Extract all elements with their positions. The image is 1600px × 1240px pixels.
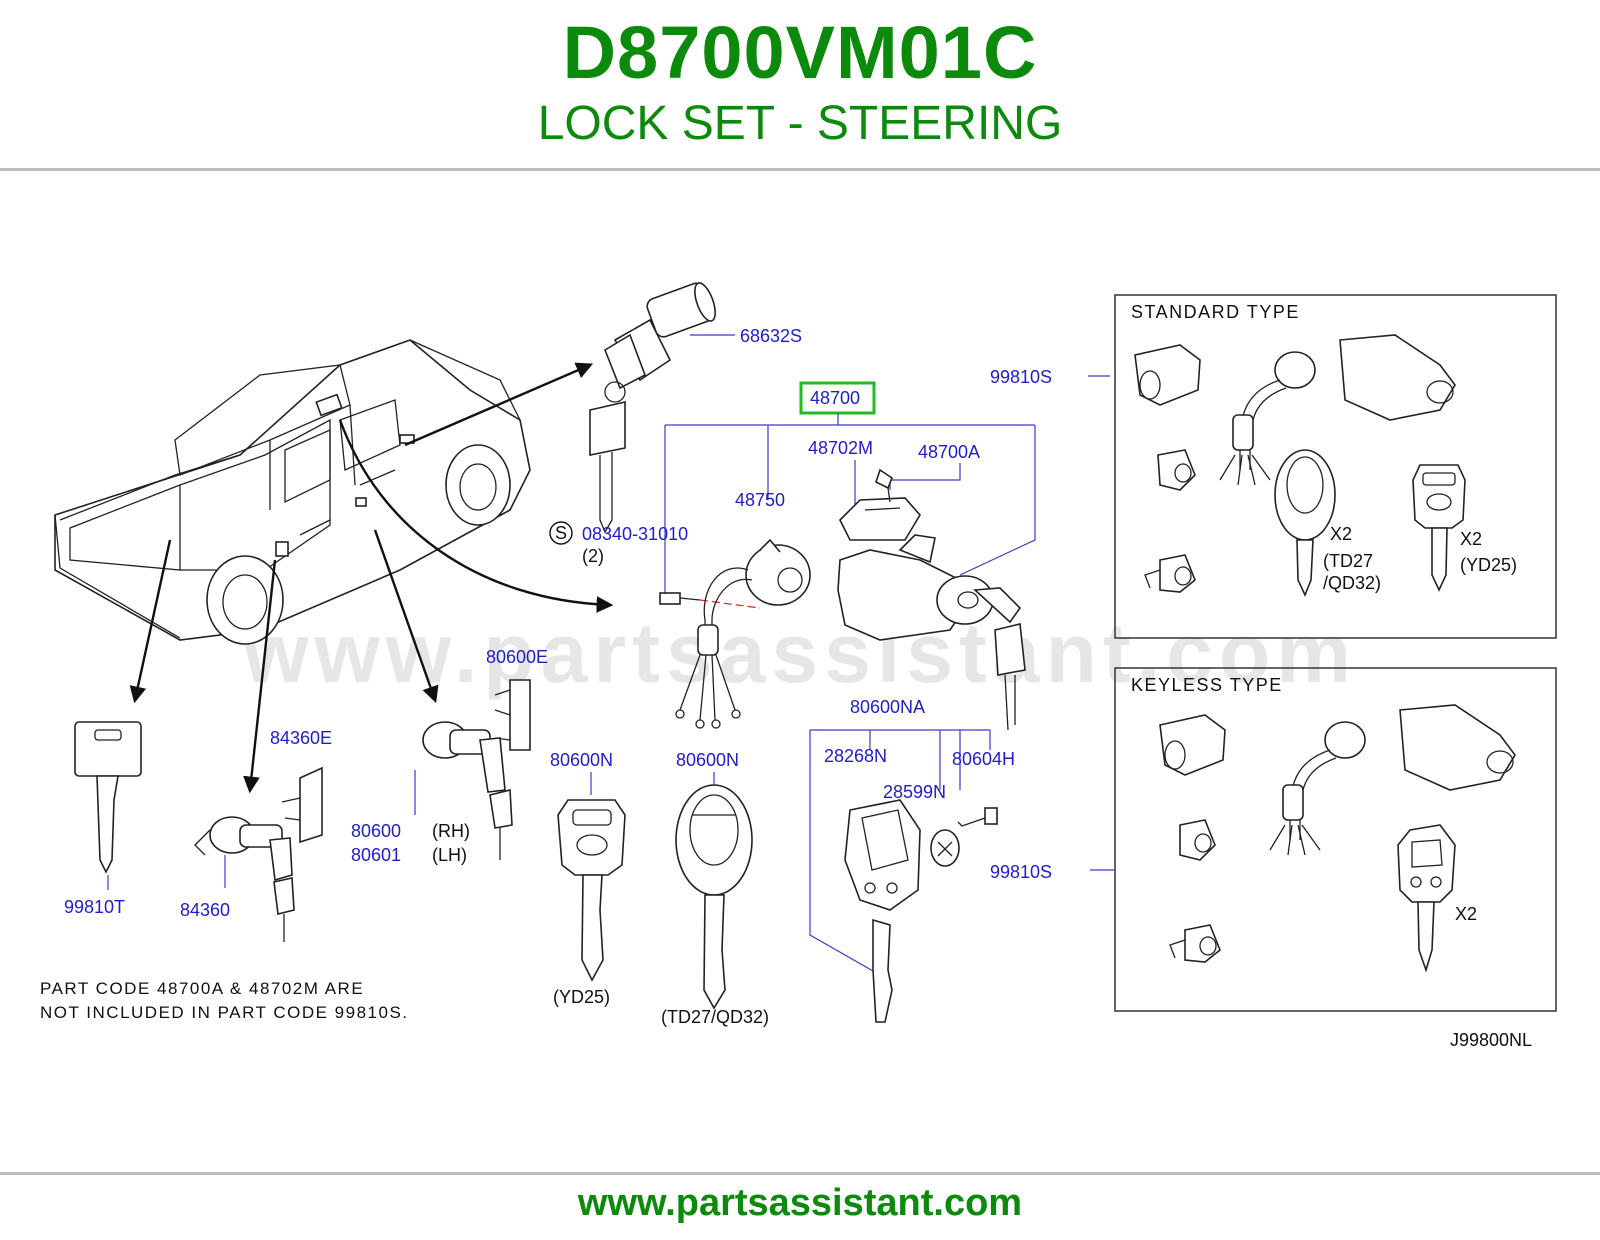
label-99810T: 99810T xyxy=(64,897,125,917)
arrow-to-key xyxy=(129,539,172,704)
caption-td27-qd32: (TD27/QD32) xyxy=(661,1007,769,1027)
keyless-x2: X2 xyxy=(1455,904,1477,924)
pickup-truck-illustration xyxy=(54,339,531,645)
arrow-to-door-lock xyxy=(373,529,439,704)
diagram-code: D8700VM01C xyxy=(562,11,1038,94)
label-28599N: 28599N xyxy=(883,782,946,802)
label-48702M: 48702M xyxy=(808,438,873,458)
note-line-2: NOT INCLUDED IN PART CODE 99810S. xyxy=(40,1003,409,1022)
standard-type-title: STANDARD TYPE xyxy=(1131,302,1300,322)
label-48700[interactable]: 48700 xyxy=(810,388,860,408)
label-80601: 80601 xyxy=(351,845,401,865)
standard-type-box: STANDARD TYPE X2 (TD27 /QD32) X2 xyxy=(1114,294,1557,639)
standard-x2-a: X2 xyxy=(1330,524,1352,544)
master-key-99810T-part xyxy=(74,721,142,874)
label-80600NA: 80600NA xyxy=(850,697,925,717)
arrow-to-steering-lock xyxy=(338,419,614,613)
back-door-lock-part xyxy=(194,766,323,942)
standard-x2-b: X2 xyxy=(1460,529,1482,549)
battery-28599N-part xyxy=(930,829,960,867)
label-08340-31010: 08340-31010 xyxy=(582,524,688,544)
watermark-text: www.partsassistant.com xyxy=(242,606,1357,700)
label-48750: 48750 xyxy=(735,490,785,510)
label-80604H: 80604H xyxy=(952,749,1015,769)
label-84360: 84360 xyxy=(180,900,230,920)
standard-td27: (TD27 xyxy=(1323,551,1373,571)
keyless-type-title: KEYLESS TYPE xyxy=(1131,675,1283,695)
label-80600: 80600 xyxy=(351,821,401,841)
door-lock-cylinder-part xyxy=(422,679,531,860)
caption-yd25: (YD25) xyxy=(553,987,610,1007)
label-48700A: 48700A xyxy=(918,442,980,462)
standard-kit-illustration xyxy=(1134,334,1466,598)
label-99810S-standard: 99810S xyxy=(990,367,1052,387)
label-28268N: 28268N xyxy=(824,746,887,766)
bottom-divider xyxy=(0,1172,1600,1175)
label-84360E: 84360E xyxy=(270,728,332,748)
remote-case-28268N-part xyxy=(844,799,921,911)
ignition-switch-part xyxy=(675,538,811,729)
steering-lock-body-part xyxy=(837,468,1026,731)
parts-diagram: www.partsassistant.com 686 xyxy=(0,270,1600,1070)
label-qty-2: (2) xyxy=(582,546,604,566)
standard-yd25: (YD25) xyxy=(1460,555,1517,575)
keyless-kit-illustration xyxy=(1159,704,1516,973)
header: D8700VM01C LOCK SET - STEERING xyxy=(0,0,1600,168)
glove-box-lock-part xyxy=(589,282,716,534)
arrow-to-back-door-lock xyxy=(243,559,277,794)
arrow-to-door-key-cylinder xyxy=(404,362,594,447)
label-lh: (LH) xyxy=(432,845,467,865)
label-80600N-td27: 80600N xyxy=(676,750,739,770)
top-divider xyxy=(0,168,1600,171)
blank-key-yd25-part xyxy=(557,799,626,982)
key-blade-part xyxy=(872,918,893,1023)
standard-qd32: /QD32) xyxy=(1323,573,1381,593)
note-line-1: PART CODE 48700A & 48702M ARE xyxy=(40,979,364,998)
bolt-part xyxy=(659,592,761,609)
diagram-title: LOCK SET - STEERING xyxy=(537,97,1063,150)
blank-key-td27-part xyxy=(675,784,753,1010)
diagram-reference: J99800NL xyxy=(1450,1030,1532,1050)
label-68632S: 68632S xyxy=(740,326,802,346)
footer-url[interactable]: www.partsassistant.com xyxy=(577,1182,1023,1224)
label-80600N-yd25: 80600N xyxy=(550,750,613,770)
screw-80604H-part xyxy=(957,807,998,827)
label-99810S-keyless: 99810S xyxy=(990,862,1052,882)
label-80600E: 80600E xyxy=(486,647,548,667)
standard-part-mark xyxy=(549,521,573,545)
keyless-type-box: KEYLESS TYPE X2 xyxy=(1114,667,1557,1012)
s-mark: S xyxy=(555,523,567,543)
label-rh: (RH) xyxy=(432,821,470,841)
